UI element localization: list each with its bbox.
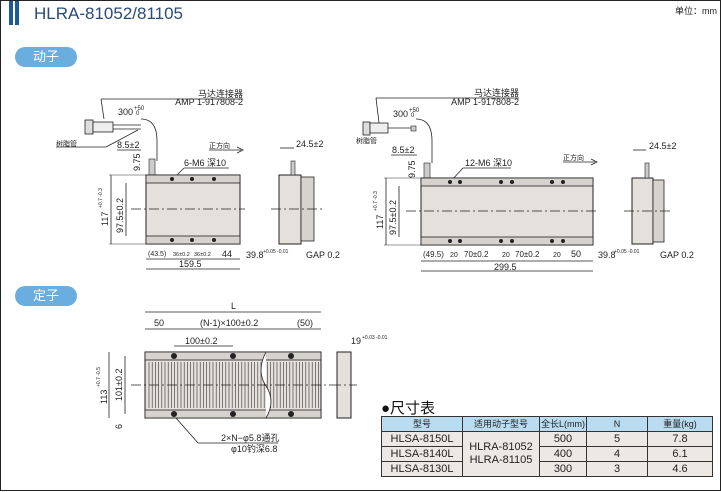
table-header-row: 型号 适用动子型号 全长L(mm) N 重量(kg) bbox=[381, 416, 713, 432]
dim-height: 117 bbox=[375, 215, 385, 229]
dim: 36±0.2 bbox=[173, 252, 190, 258]
tol: +50 bbox=[409, 108, 420, 114]
dim: 9.75 bbox=[132, 153, 142, 171]
dim: 9.75 bbox=[407, 160, 417, 178]
length-cell: 300 bbox=[539, 461, 587, 477]
model-cell: HLSA-8130L bbox=[381, 461, 463, 477]
header-cell: 全长L(mm) bbox=[539, 416, 587, 432]
model-cell: HLSA-8150L bbox=[381, 431, 463, 447]
weight-cell: 6.1 bbox=[647, 446, 713, 462]
n-cell: 3 bbox=[586, 461, 648, 477]
n-cell: 5 bbox=[586, 431, 648, 447]
arrow-right-icon bbox=[209, 146, 244, 154]
mover-81052-drawing: 马达连接器 AMP 1-917808-2 300 +50 0 树脂管 8.5±2… bbox=[56, 88, 340, 270]
header-cell: 型号 bbox=[381, 416, 463, 432]
direction-label: 正方向 bbox=[563, 153, 584, 162]
holes-label: 12-M6 深10 bbox=[465, 158, 512, 168]
cable-length: 300 bbox=[118, 107, 133, 117]
connector-part: AMP 1-917808-2 bbox=[451, 97, 519, 107]
dim-L: L bbox=[231, 301, 236, 311]
hole-note: φ10钓深6.8 bbox=[231, 443, 277, 454]
header-cell: 适用动子型号 bbox=[462, 416, 540, 432]
size-table-title: ●尺寸表 bbox=[381, 400, 436, 417]
connector-icon bbox=[84, 119, 94, 135]
dim: 39.8 bbox=[598, 250, 616, 260]
dim: 70±0.2 bbox=[464, 250, 489, 259]
direction-label: 正方向 bbox=[209, 141, 230, 150]
arrow-right-icon bbox=[563, 158, 598, 166]
section-mover-label: 动子 bbox=[15, 47, 77, 67]
size-table: 型号 适用动子型号 全长L(mm) N 重量(kg) HLSA-8150L HL… bbox=[381, 416, 713, 477]
tol: +0.7 -0.3 bbox=[98, 188, 104, 208]
connector-part: AMP 1-917808-2 bbox=[175, 97, 243, 107]
dim-pitch: (N-1)×100±0.2 bbox=[200, 318, 258, 328]
tube-label: 树脂管 bbox=[356, 136, 377, 145]
dim: 20 bbox=[553, 252, 561, 259]
dim-height: 113 bbox=[99, 390, 109, 404]
dim-inner: 101±0.2 bbox=[114, 369, 124, 401]
connector-label: 马达连接器 bbox=[474, 87, 519, 98]
dim: 50 bbox=[571, 249, 581, 259]
header-cell: N bbox=[586, 416, 648, 432]
weight-cell: 7.8 bbox=[647, 431, 713, 447]
gap-label: GAP 0.2 bbox=[306, 250, 340, 260]
tol: +0.05 -0.01 bbox=[614, 249, 640, 255]
dim: 8.5±2 bbox=[392, 145, 414, 155]
tol: 0 bbox=[136, 111, 140, 117]
dim: (43.5) bbox=[148, 251, 166, 258]
mover-81105-drawing: 马达连接器 AMP 1-917808-2 300 +50 0 树脂管 8.5±2… bbox=[356, 87, 694, 272]
dim: 24.5±2 bbox=[649, 141, 676, 151]
dim: 20 bbox=[450, 252, 458, 259]
dim: 20 bbox=[502, 252, 510, 259]
dim-length: 299.5 bbox=[494, 262, 517, 272]
dim: 19 bbox=[351, 336, 361, 346]
dim: (49.5) bbox=[423, 250, 444, 259]
dim: (50) bbox=[297, 318, 313, 328]
dim-height: 117 bbox=[100, 212, 110, 226]
section-stator-label: 定子 bbox=[15, 286, 77, 306]
tol: +0.7 -0.5 bbox=[96, 367, 102, 387]
length-cell: 400 bbox=[539, 446, 587, 462]
hole-note: 2×N−φ5.8通孔 bbox=[221, 433, 279, 443]
holes-label: 6-M6 深10 bbox=[184, 158, 226, 168]
unit-label: 单位：mm bbox=[675, 5, 717, 16]
dim-inner: 97.5±0.2 bbox=[115, 198, 125, 233]
header-cell: 重量(kg) bbox=[647, 416, 713, 432]
tube-label: 树脂管 bbox=[56, 139, 77, 148]
tol: +0.05 -0.01 bbox=[263, 249, 289, 255]
tol: +50 bbox=[134, 106, 145, 112]
connector-label: 马达连接器 bbox=[198, 88, 243, 99]
dim: 36±0.2 bbox=[194, 252, 211, 258]
dim: 44 bbox=[222, 249, 232, 259]
header-bar bbox=[15, 1, 19, 25]
table-row: HLSA-8140L 400 4 6.1 bbox=[381, 446, 713, 462]
dim: 8.5±2 bbox=[117, 140, 139, 150]
dim: 100±0.2 bbox=[185, 336, 217, 346]
model-cell: HLSA-8140L bbox=[381, 446, 463, 462]
dim: 50 bbox=[154, 318, 164, 328]
stator-drawing: L 50 (N-1)×100±0.2 (50) 100±0.2 /* strip… bbox=[96, 301, 388, 454]
weight-cell: 4.6 bbox=[647, 461, 713, 477]
n-cell: 4 bbox=[586, 446, 648, 462]
tol: +0.7 -0.3 bbox=[373, 191, 379, 211]
dim-inner: 97.5±0.2 bbox=[388, 200, 398, 235]
dim: 24.5±2 bbox=[296, 139, 323, 149]
header-bar bbox=[9, 1, 13, 25]
table-row: HLSA-8130L 300 3 4.6 bbox=[381, 461, 713, 477]
dim: 70±0.2 bbox=[515, 250, 540, 259]
dim: 39.8 bbox=[246, 250, 264, 260]
tol: 0 bbox=[411, 113, 415, 119]
page-title: HLRA-81052/81105 bbox=[34, 4, 183, 23]
cable-length: 300 bbox=[393, 109, 408, 119]
gap-label: GAP 0.2 bbox=[660, 250, 694, 260]
dim-length: 159.5 bbox=[179, 259, 202, 269]
dim: 6 bbox=[114, 424, 124, 429]
tol: +0.03 -0.01 bbox=[362, 335, 388, 341]
length-cell: 500 bbox=[539, 431, 587, 447]
mover-model: HLRA-81052 bbox=[469, 441, 533, 453]
mover-model: HLRA-81105 bbox=[469, 454, 533, 466]
connector-icon bbox=[362, 121, 371, 136]
